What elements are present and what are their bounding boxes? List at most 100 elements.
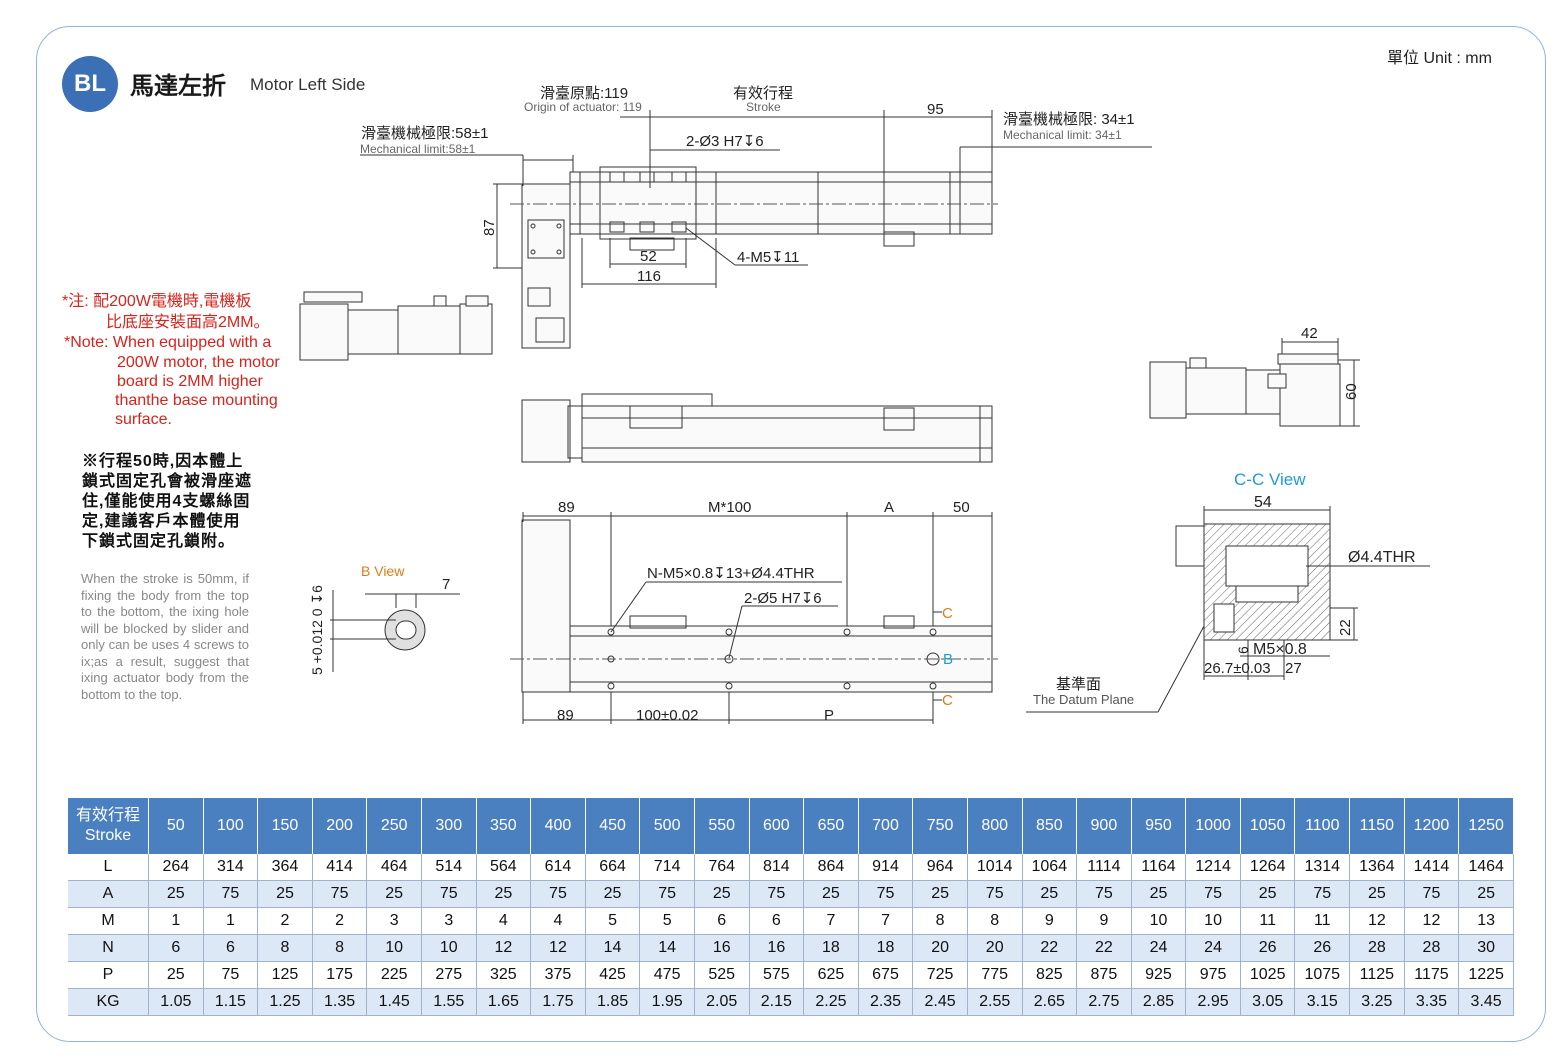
table-cell: 7 xyxy=(803,907,859,935)
table-header-cell: 700 xyxy=(858,798,914,854)
table-cell: 1164 xyxy=(1131,854,1187,881)
table-row-label: P xyxy=(68,961,149,989)
table-cell: 2.35 xyxy=(858,988,914,1016)
table-cell: 964 xyxy=(912,854,968,881)
table-header-cell: 600 xyxy=(749,798,805,854)
note-red-en-2: 200W motor, the motor xyxy=(117,354,280,371)
note-red-en-1: *Note: When equipped with a xyxy=(64,334,272,351)
table-cell: 325 xyxy=(476,961,532,989)
table-header-cell: 850 xyxy=(1022,798,1078,854)
dim-116: 116 xyxy=(637,268,661,285)
table-cell: 30 xyxy=(1458,934,1514,962)
table-cell: 8 xyxy=(912,907,968,935)
table-cell: 3.35 xyxy=(1404,988,1460,1016)
cc-view-title: C-C View xyxy=(1234,470,1306,489)
table-header-cell: 1200 xyxy=(1404,798,1460,854)
table-cell: 625 xyxy=(803,961,859,989)
table-cell: 1464 xyxy=(1458,854,1514,881)
table-cell: 2.55 xyxy=(967,988,1023,1016)
table-header-cell: 900 xyxy=(1076,798,1132,854)
dim-87: 87 xyxy=(481,219,498,236)
section-label-c-bottom: C xyxy=(942,692,953,709)
table-cell: 1.35 xyxy=(312,988,368,1016)
table-cell: 11 xyxy=(1294,907,1351,935)
table-cell: 2.45 xyxy=(912,988,968,1016)
note-stroke-zh: ※行程50時,因本體上鎖式固定孔會被滑座遮住,僅能使用4支螺絲固定,建議客戶本體… xyxy=(82,453,253,550)
table-cell: 25 xyxy=(1022,880,1078,908)
table-cell: 26 xyxy=(1240,934,1296,962)
table-cell: 464 xyxy=(366,854,422,881)
table-cell: 6 xyxy=(148,934,204,962)
table-cell: 714 xyxy=(639,854,695,881)
table-cell: 8 xyxy=(312,934,368,962)
table-cell: 1414 xyxy=(1404,854,1460,881)
note-red-zh-1: *注: 配200W電機時,電機板 xyxy=(62,293,252,310)
table-cell: 2.65 xyxy=(1022,988,1078,1016)
page-title-zh: 馬達左折 xyxy=(130,73,226,100)
table-cell: 9 xyxy=(1076,907,1132,935)
table-header-cell: 1100 xyxy=(1294,798,1351,854)
table-cell: 2.75 xyxy=(1076,988,1132,1016)
dim-22: 22 xyxy=(1337,619,1354,636)
mech-right-zh: 滑臺機械極限: 34±1 xyxy=(1003,111,1135,128)
table-cell: 975 xyxy=(1185,961,1241,989)
table-cell: 12 xyxy=(530,934,586,962)
table-cell: 2.85 xyxy=(1131,988,1187,1016)
table-cell: 16 xyxy=(749,934,805,962)
model-badge: BL xyxy=(62,56,118,112)
table-header-cell: 200 xyxy=(312,798,368,854)
bottom-view-holes xyxy=(607,628,940,690)
table-header-cell: 400 xyxy=(530,798,586,854)
dim-42: 42 xyxy=(1301,325,1318,342)
table-cell: 725 xyxy=(912,961,968,989)
table-cell: 1.15 xyxy=(203,988,259,1016)
table-cell: 264 xyxy=(148,854,204,881)
table-cell: 2.95 xyxy=(1185,988,1241,1016)
table-cell: 25 xyxy=(257,880,313,908)
table-header-cell: 300 xyxy=(421,798,477,854)
bottom-view xyxy=(510,512,998,724)
table-header-cell: 150 xyxy=(257,798,313,854)
table-cell: 814 xyxy=(749,854,805,881)
table-cell: 25 xyxy=(694,880,750,908)
motor-flange xyxy=(527,219,565,259)
dim-267: 26.7±0.03 xyxy=(1204,660,1271,677)
table-header-cell: 350 xyxy=(476,798,532,854)
table-cell: 864 xyxy=(803,854,859,881)
table-row-label: A xyxy=(68,880,149,908)
technical-drawing: 滑臺原點:119 Origin of actuator: 119 有效行程 St… xyxy=(299,85,1430,724)
table-header-cell: 1000 xyxy=(1185,798,1241,854)
table-cell: 2.25 xyxy=(803,988,859,1016)
table-header-cell: 100 xyxy=(203,798,259,854)
front-view xyxy=(521,393,993,463)
table-cell: 875 xyxy=(1076,961,1132,989)
table-cell: 75 xyxy=(967,880,1023,908)
table-cell: 1125 xyxy=(1349,961,1405,989)
table-cell: 25 xyxy=(1240,880,1296,908)
dim-p: P xyxy=(824,707,834,724)
table-cell: 3.15 xyxy=(1294,988,1351,1016)
table-cell: 25 xyxy=(148,961,204,989)
dim-thr: Ø4.4THR xyxy=(1348,549,1416,566)
b-view-title: B View xyxy=(361,563,405,579)
table-cell: 1314 xyxy=(1294,854,1351,881)
dim-m100: M*100 xyxy=(708,499,751,516)
table-cell: 575 xyxy=(749,961,805,989)
dim-a: A xyxy=(884,499,894,516)
table-cell: 75 xyxy=(312,880,368,908)
table-cell: 3 xyxy=(421,907,477,935)
table-cell: 1025 xyxy=(1240,961,1296,989)
table-header-cell: 650 xyxy=(803,798,859,854)
table-cell: 475 xyxy=(639,961,695,989)
table-cell: 825 xyxy=(1022,961,1078,989)
actuator-body xyxy=(569,171,993,235)
table-cell: 364 xyxy=(257,854,313,881)
table-cell: 14 xyxy=(585,934,641,962)
table-cell: 1064 xyxy=(1022,854,1078,881)
table-cell: 10 xyxy=(1185,907,1241,935)
table-cell: 125 xyxy=(257,961,313,989)
